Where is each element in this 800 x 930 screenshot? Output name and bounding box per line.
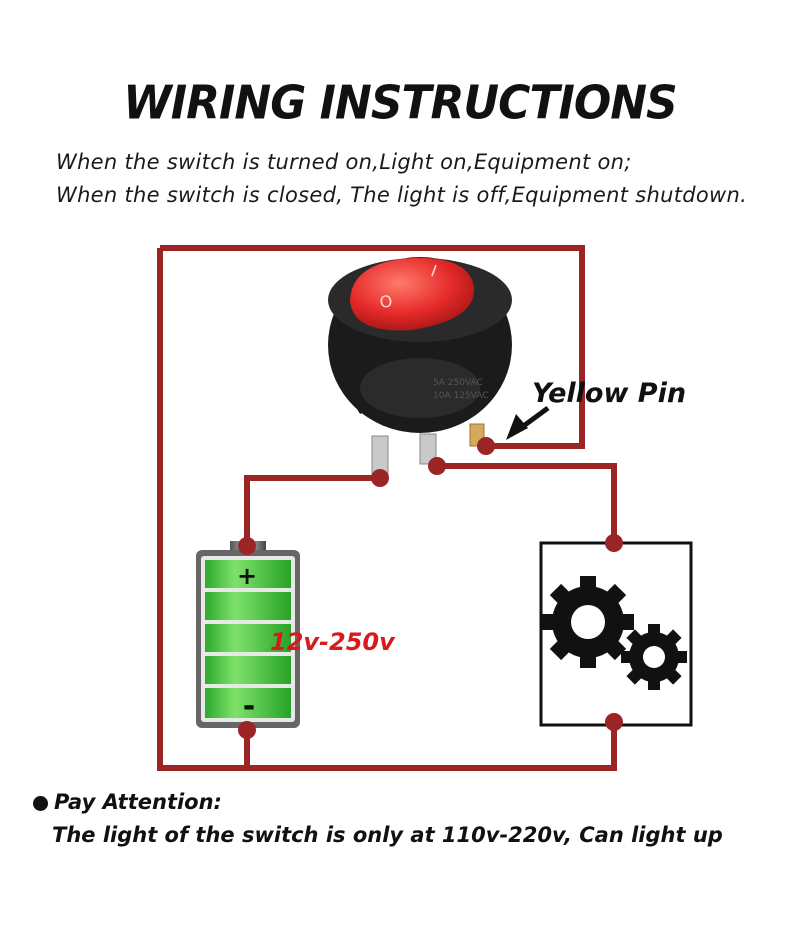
subtitle-line-2: When the switch is closed, The light is … [56, 183, 748, 207]
node-switch-left [371, 469, 389, 487]
battery-plus-label: + [237, 562, 257, 590]
svg-text:10A 125VAC: 10A 125VAC [433, 391, 489, 401]
yellow-pin-label: Yellow Pin [532, 378, 687, 409]
svg-text:5A 250VAC: 5A 250VAC [433, 378, 483, 388]
page-title: WIRING INSTRUCTIONS [123, 76, 678, 131]
battery-minus-label: - [243, 689, 255, 724]
switch-on-mark: I [428, 261, 439, 280]
node-device-bottom [605, 713, 623, 731]
attention-text: The light of the switch is only at 110v-… [52, 823, 723, 847]
node-switch-yellow [477, 437, 495, 455]
attention-heading: Pay Attention: [54, 790, 222, 814]
gears-icon [542, 576, 687, 690]
voltage-label: 12v-250v [270, 628, 395, 656]
wire-outer-loop [160, 245, 585, 449]
subtitle-line-1: When the switch is turned on,Light on,Eq… [56, 150, 632, 174]
node-battery-plus [238, 537, 256, 555]
wire-switch-to-device [437, 463, 617, 543]
node-device-top [605, 534, 623, 552]
arrow-icon [506, 405, 550, 440]
connection-nodes [238, 437, 623, 739]
wire-left-return [157, 248, 617, 771]
node-switch-middle [428, 457, 446, 475]
battery-icon [196, 541, 300, 728]
wire-switch-to-battery [244, 475, 380, 546]
rocker-switch-icon: 5A 250VAC 10A 125VAC [328, 257, 512, 475]
node-battery-minus [238, 721, 256, 739]
switch-off-mark: O [378, 291, 394, 312]
bullet-icon [33, 796, 48, 811]
